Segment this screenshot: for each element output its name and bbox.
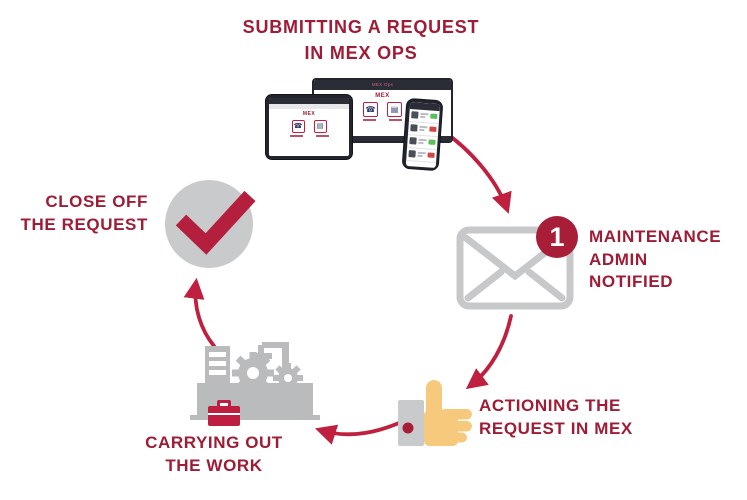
arrow-actioning-to-carrying [315,421,401,445]
title-line-1: SUBMITTING A REQUEST [242,17,480,37]
title-line-2: IN MEX OPS [304,43,418,63]
phone-icon: ☎ [293,123,303,130]
list-item [405,147,437,163]
monitor-body: MEX ☎ ▤ [314,90,451,136]
carrying-line-1: CARRYING OUT [145,433,283,452]
step-label-closeoff: CLOSE OFF THE REQUEST [0,190,148,236]
list-text-lines [419,113,428,118]
machinery-icon [190,342,320,426]
status-badge [429,113,437,119]
list-thumbnail [407,150,416,158]
list-text-lines [416,151,426,157]
closeoff-line-1: CLOSE OFF [45,192,148,211]
actioning-line-2: REQUEST IN MEX [479,419,633,438]
step-label-carrying: CARRYING OUT THE WORK [104,431,324,477]
toolbox-icon [208,400,240,426]
tablet-small: MEX ☎ ▤ [266,95,352,159]
document-icon: ▤ [390,104,399,114]
mex-logo: MEX [302,111,316,117]
closeoff-line-2: THE REQUEST [20,215,148,234]
app-tile-requests: ☎ [291,120,305,133]
list-thumbnail [410,111,419,119]
app-tiles: ☎ ▤ [314,102,451,117]
notification-count: 1 [549,221,565,252]
phone-screen [405,101,440,168]
list-text-lines [417,138,427,144]
thumbs-up-icon [398,380,472,446]
tablet-titlebar [269,98,349,104]
carrying-line-2: THE WORK [165,456,263,475]
step-label-notified: MAINTENANCE ADMIN NOTIFIED [589,226,721,294]
tablet-small-screen: MEX ☎ ▤ [269,98,349,156]
devices-icon: MEX Ops MEX ☎ ▤ [264,76,456,172]
tile-captions [269,135,349,137]
notification-badge: 1 [536,216,578,258]
actioning-line-1: ACTIONING THE [479,396,621,415]
app-tile-forms: ▤ [313,120,327,133]
notified-line-3: NOTIFIED [589,272,674,291]
monitor-footer [314,136,451,141]
tile-captions [314,119,451,121]
monitor-app-title: MEX Ops [371,82,394,87]
tablet-toolbar [269,104,349,109]
mex-logo: MEX [375,93,390,99]
list-thumbnail [409,124,418,132]
diagram-title: SUBMITTING A REQUEST IN MEX OPS [210,14,512,66]
status-badge [426,152,435,158]
checkmark-icon [165,180,256,268]
status-badge [427,139,436,145]
app-tiles: ☎ ▤ [269,120,349,133]
notified-line-1: MAINTENANCE [589,227,722,246]
phone-icon: ☎ [365,104,376,114]
phone [402,98,443,171]
monitor-titlebar: MEX Ops [314,80,451,90]
tablet-body: MEX ☎ ▤ [269,109,349,156]
notified-line-2: ADMIN [589,249,648,269]
document-icon: ▤ [316,123,324,130]
app-tile-requests: ☎ [363,102,378,117]
list-thumbnail [408,137,417,145]
status-badge [428,126,437,132]
app-tile-forms: ▤ [387,102,402,117]
step-label-actioning: ACTIONING THE REQUEST IN MEX [479,394,633,440]
list-text-lines [418,125,428,131]
